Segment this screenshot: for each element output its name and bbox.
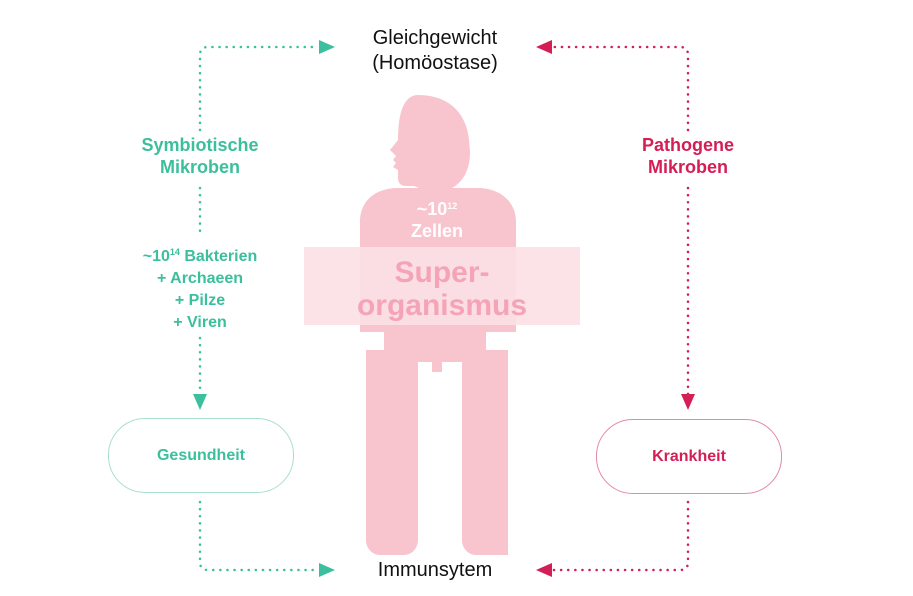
human-figure-icon [360,95,516,555]
homeostasis-line1: Gleichgewicht [372,27,498,49]
symbiotic-microbes-heading: Symbiotische Mikroben [100,134,300,178]
cell-count-label: ~1012 Zellen [392,195,482,242]
disease-pill: Krankheit [596,419,782,494]
fungi-item: + Pilze [174,292,226,309]
immune-system-label: Immunsytem [377,559,493,581]
cells-label: Zellen [410,221,463,241]
bacteria-prefix: ~10 [142,248,170,265]
arrow-right-icon [319,40,335,54]
superorganism-line2: organismus [356,289,528,322]
bacteria-count: ~1014 Bakterien [110,241,290,268]
homeostasis-line2: (Homöostase) [372,52,498,74]
bacteria-exponent: 14 [169,247,180,257]
superorganism-line1: Super- [394,256,490,289]
pathogenic-heading-line1: Pathogene [641,135,734,155]
symbiotic-path [198,45,320,572]
cells-prefix: ~10 [416,199,448,219]
arrow-left-icon [536,563,552,577]
pathogenic-heading-line2: Mikroben [647,157,728,177]
arrow-down-icon [681,394,695,410]
microbe-composition-list: ~1014 Bakterien + Archaeen + Pilze + Vir… [110,241,290,334]
superorganism-label: Super- organismus [304,256,580,322]
arrow-right-icon [319,563,335,577]
symbiotic-heading-line2: Mikroben [159,157,240,177]
cell-count: ~1012 [392,195,482,220]
arrow-left-icon [536,40,552,54]
health-pill: Gesundheit [108,418,294,493]
archaea-item: + Archaeen [156,270,244,287]
pathogenic-path [551,45,690,572]
bacteria-label: Bakterien [184,248,258,265]
symbiotic-heading-line1: Symbiotische [141,135,259,155]
superorganism-box [304,247,580,325]
viruses-item: + Viren [173,314,227,331]
homeostasis-label: Gleichgewicht (Homöostase) [300,26,570,76]
arrow-down-icon [193,394,207,410]
cells-exponent: 12 [447,201,458,211]
pathogenic-microbes-heading: Pathogene Mikroben [588,134,788,178]
